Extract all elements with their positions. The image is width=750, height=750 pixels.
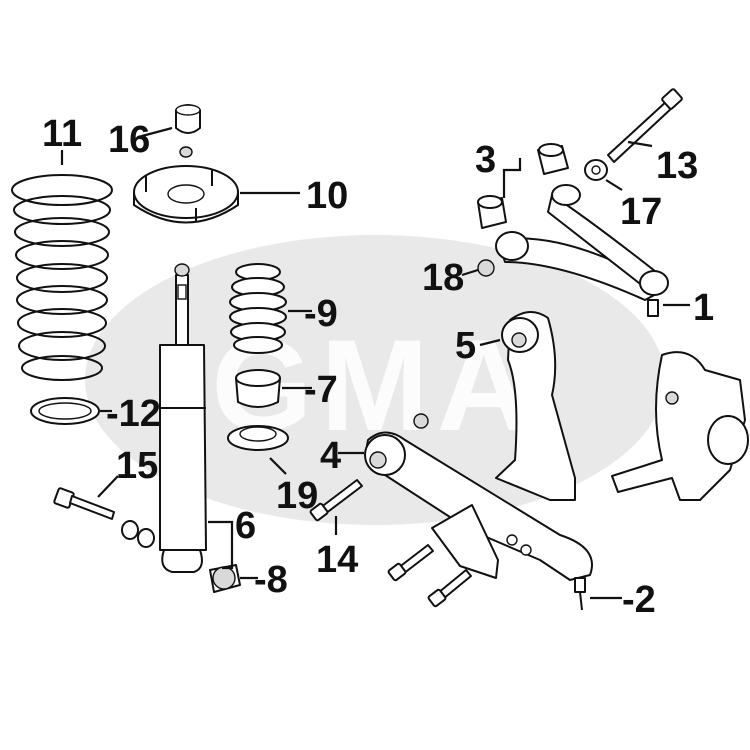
- leader-lines: [60, 126, 690, 600]
- shock-absorber: [159, 263, 207, 573]
- coil-spring: [11, 174, 113, 381]
- lower-arm-bolts: [387, 544, 472, 608]
- long-bolt: [53, 487, 155, 548]
- lower-control-arm: [364, 431, 593, 611]
- callout-12: -12: [106, 393, 161, 435]
- short-bolt: [309, 479, 363, 522]
- callout-labels: 1 -2 3 4 5 6 -7 -8 -9 10 11 -12 13 14 15…: [42, 113, 714, 621]
- callout-2: -2: [622, 579, 656, 621]
- callout-4: 4: [320, 435, 341, 477]
- callout-8: -8: [254, 559, 288, 601]
- callout-6: 6: [235, 505, 256, 547]
- upper-control-arm: [477, 184, 669, 317]
- bushing: [209, 564, 241, 593]
- callout-7: -7: [304, 369, 338, 411]
- callout-1: 1: [693, 287, 714, 329]
- hub-carrier: [611, 351, 749, 501]
- callout-3: 3: [475, 139, 496, 181]
- top-cap: [175, 104, 201, 158]
- bellows-boot: [229, 263, 287, 354]
- callout-19: 19: [276, 475, 318, 517]
- callout-5: 5: [455, 325, 476, 367]
- callout-9: -9: [304, 293, 338, 335]
- pivot-washer: [584, 159, 608, 181]
- callout-10: 10: [306, 175, 348, 217]
- knuckle-arm: [413, 311, 576, 501]
- callout-14: 14: [316, 539, 358, 581]
- callout-18: 18: [422, 257, 464, 299]
- top-mount-plate: [133, 165, 239, 224]
- lower-spring-seat: [227, 425, 289, 451]
- callout-13: 13: [656, 145, 698, 187]
- bump-stop: [235, 369, 281, 408]
- callout-16: 16: [108, 119, 150, 161]
- upper-arm-bushings: [477, 143, 569, 229]
- callout-15: 15: [116, 445, 158, 487]
- callout-11: 11: [42, 113, 82, 155]
- long-pivot-bolt: [607, 88, 683, 163]
- spring-seat-washer: [30, 397, 100, 425]
- callout-17: 17: [620, 191, 662, 233]
